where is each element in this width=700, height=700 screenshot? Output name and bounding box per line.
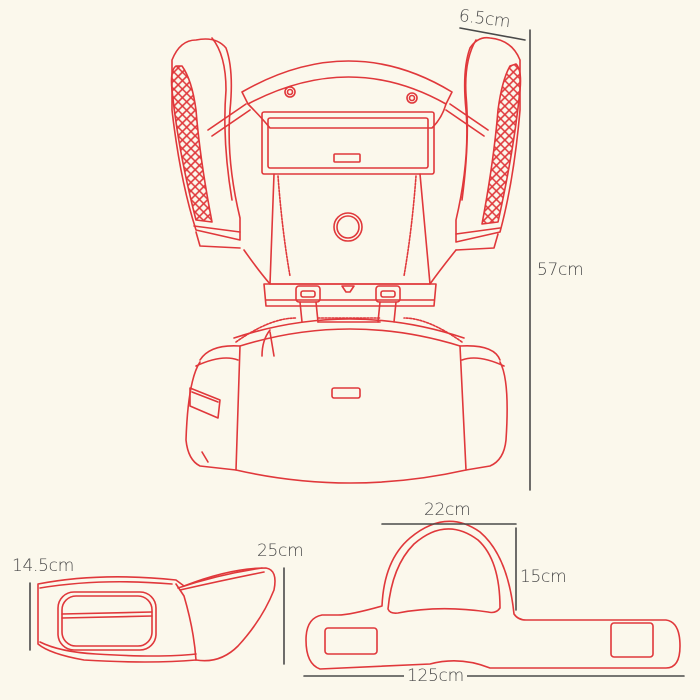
left-connector: [207, 103, 247, 131]
hip-seat: [185, 317, 508, 484]
right-connector: [449, 103, 489, 131]
dimension-lines: [29, 27, 685, 677]
head-support: [241, 60, 453, 129]
panel-width-label: 22cm: [424, 500, 471, 520]
strap-width-line: [459, 27, 526, 41]
belt-length-label: 125cm: [404, 668, 467, 685]
belt-view: [305, 520, 681, 670]
left-shoulder-strap: [170, 37, 241, 249]
panel-height-label: 15cm: [520, 567, 567, 587]
total-height-label: 57cm: [537, 260, 584, 280]
front-pocket: [261, 111, 435, 175]
side-seat-view: [37, 567, 276, 663]
waist-buckles: [263, 283, 437, 323]
body-panel: [243, 173, 457, 285]
front-height-label: 14.5cm: [12, 556, 74, 576]
back-height-label: 25cm: [257, 541, 304, 561]
right-shoulder-strap: [455, 36, 522, 251]
front-view: [170, 36, 522, 484]
